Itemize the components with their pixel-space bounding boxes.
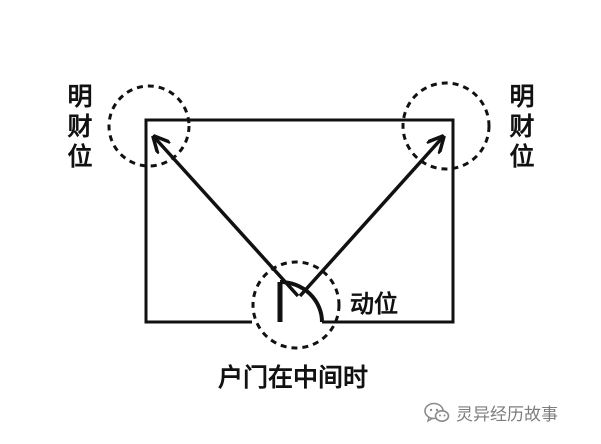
door-swing-arc — [279, 280, 324, 323]
label-char: 财 — [509, 112, 535, 141]
label-char: 明 — [67, 82, 93, 111]
watermark: 灵异经历故事 — [424, 400, 558, 425]
arrow-to-left-corner — [155, 138, 300, 298]
watermark-text: 灵异经历故事 — [456, 405, 558, 425]
wealth-position-label-left: 明 财 位 — [63, 82, 97, 172]
arrow-to-right-corner — [298, 138, 442, 298]
wealth-position-circle-right — [401, 81, 491, 171]
label-char: 财 — [67, 112, 93, 141]
room-outline — [144, 118, 455, 324]
diagram-caption: 户门在中间时 — [218, 363, 369, 392]
wealth-position-circle-left — [107, 84, 191, 168]
door-position-circle — [251, 260, 341, 350]
wealth-position-label-right: 明 财 位 — [505, 82, 539, 172]
label-char: 位 — [67, 142, 93, 171]
wechat-icon — [424, 402, 450, 422]
active-position-label: 动位 — [350, 290, 398, 318]
label-char: 明 — [509, 82, 535, 111]
label-char: 位 — [509, 142, 535, 171]
